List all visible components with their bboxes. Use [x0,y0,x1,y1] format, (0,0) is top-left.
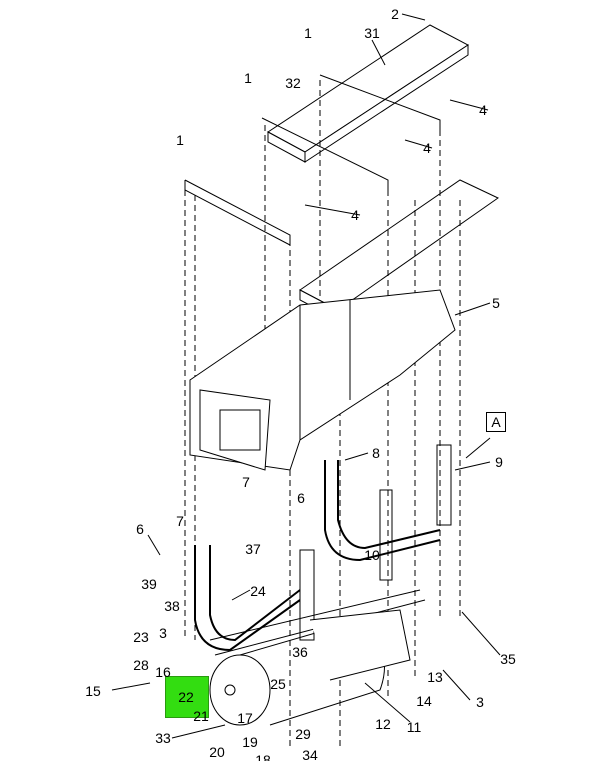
callout-14[interactable]: 14 [416,693,432,709]
callout-1[interactable]: 1 [244,70,252,86]
callout-22[interactable]: 22 [178,689,194,705]
callout-29[interactable]: 29 [295,726,311,742]
callout-2[interactable]: 2 [391,6,399,22]
support-frame [194,444,452,656]
callout-36[interactable]: 36 [292,644,308,660]
callout-10[interactable]: 10 [364,547,380,563]
callout-21[interactable]: 21 [193,708,209,724]
callout-3[interactable]: 3 [476,694,484,710]
callout-33[interactable]: 33 [155,730,171,746]
callout-15[interactable]: 15 [85,683,101,699]
highlight-box[interactable] [165,676,209,718]
callout-24[interactable]: 24 [250,583,266,599]
callout-38[interactable]: 38 [164,598,180,614]
callout-8[interactable]: 8 [372,445,380,461]
callout-31[interactable]: 31 [364,25,380,41]
callout-32[interactable]: 32 [285,75,301,91]
callout-39[interactable]: 39 [141,576,157,592]
callout-23[interactable]: 23 [133,629,149,645]
callout-17[interactable]: 17 [237,710,253,726]
callout-16[interactable]: 16 [155,664,171,680]
brackets [184,74,441,246]
callout-7[interactable]: 7 [176,513,184,529]
battery-box [189,289,456,471]
callout-4[interactable]: 4 [351,207,359,223]
callout-25[interactable]: 25 [270,676,286,692]
callout-12[interactable]: 12 [375,716,391,732]
air-tank [209,609,411,726]
callout-1[interactable]: 1 [176,132,184,148]
callout-11[interactable]: 11 [406,719,422,735]
callout-6[interactable]: 6 [136,521,144,537]
leader-lines [111,13,501,739]
callout-19[interactable]: 19 [242,734,258,750]
callout-9[interactable]: 9 [495,454,503,470]
callout-34[interactable]: 34 [302,747,318,761]
callout-28[interactable]: 28 [133,657,149,673]
callout-20[interactable]: 20 [209,744,225,760]
callout-35[interactable]: 35 [500,651,516,667]
callout-7[interactable]: 7 [242,474,250,490]
callout-37[interactable]: 37 [245,541,261,557]
callout-4[interactable]: 4 [479,102,487,118]
callout-1[interactable]: 1 [304,25,312,41]
view-marker-a: A [486,412,506,432]
upper-step [267,24,469,163]
callout-3[interactable]: 3 [159,625,167,641]
callout-18[interactable]: 18 [255,752,271,761]
callout-5[interactable]: 5 [492,295,500,311]
callout-4[interactable]: 4 [423,140,431,156]
callout-6[interactable]: 6 [297,490,305,506]
callout-13[interactable]: 13 [427,669,443,685]
